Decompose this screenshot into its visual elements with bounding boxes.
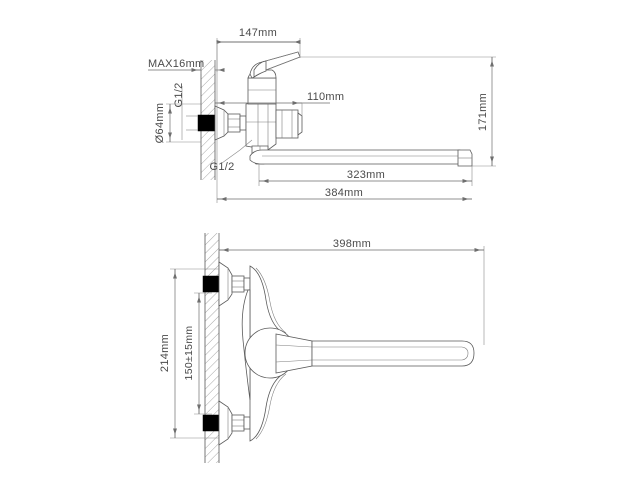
inlet-block-lower-front: [202, 414, 221, 432]
inlet-connector-block-side: [197, 114, 216, 132]
side-elevation-view: 147mm MAX16mm G1/2: [148, 27, 496, 203]
front-elevation-view: 398mm 214mm 150±15mm: [159, 233, 485, 463]
dimension-147mm: 147mm: [216, 27, 301, 72]
inlet-block-upper-front: [202, 275, 221, 293]
dimension-214mm: 214mm: [159, 268, 219, 439]
dimension-214mm-label: 214mm: [159, 334, 171, 372]
dimension-147mm-label: 147mm: [239, 27, 277, 39]
dimension-150pm15mm-label: 150±15mm: [183, 326, 195, 381]
escutcheon-lower-front: [218, 400, 251, 446]
dimension-398mm: 398mm: [218, 233, 485, 345]
dimension-171mm: 171mm: [300, 56, 496, 167]
label-g12-lower: G1/2: [209, 139, 253, 173]
side-nut-side: [275, 109, 303, 139]
inlet-shank-side: [227, 113, 247, 133]
dimension-max16mm: MAX16mm: [148, 58, 225, 74]
cartridge-column-side: [247, 69, 277, 105]
label-g12-upper-text: G1/2: [173, 82, 185, 107]
escutcheon-upper-front: [218, 261, 251, 307]
label-g12-lower-text: G1/2: [209, 161, 234, 173]
dimension-150pm15mm: 150±15mm: [183, 292, 212, 415]
dimension-384mm: 384mm: [216, 42, 472, 203]
swivel-spout-front: [275, 333, 475, 374]
dimension-110mm-label: 110mm: [307, 91, 344, 103]
mixer-body-side: [245, 99, 277, 151]
dimension-110mm: 110mm: [215, 91, 344, 116]
dimension-323mm-label: 323mm: [347, 169, 385, 181]
dimension-384mm-label: 384mm: [325, 187, 363, 199]
dimension-323mm: 323mm: [258, 164, 473, 186]
swivel-spout-side: [249, 149, 473, 167]
label-g12-upper: G1/2: [173, 82, 185, 140]
dimension-dia64mm: Ø64mm: [154, 103, 201, 144]
dimension-398mm-label: 398mm: [333, 238, 371, 250]
dimension-max16mm-label: MAX16mm: [148, 58, 205, 70]
dimension-dia64mm-label: Ø64mm: [154, 103, 166, 144]
dimension-171mm-label: 171mm: [477, 93, 489, 131]
